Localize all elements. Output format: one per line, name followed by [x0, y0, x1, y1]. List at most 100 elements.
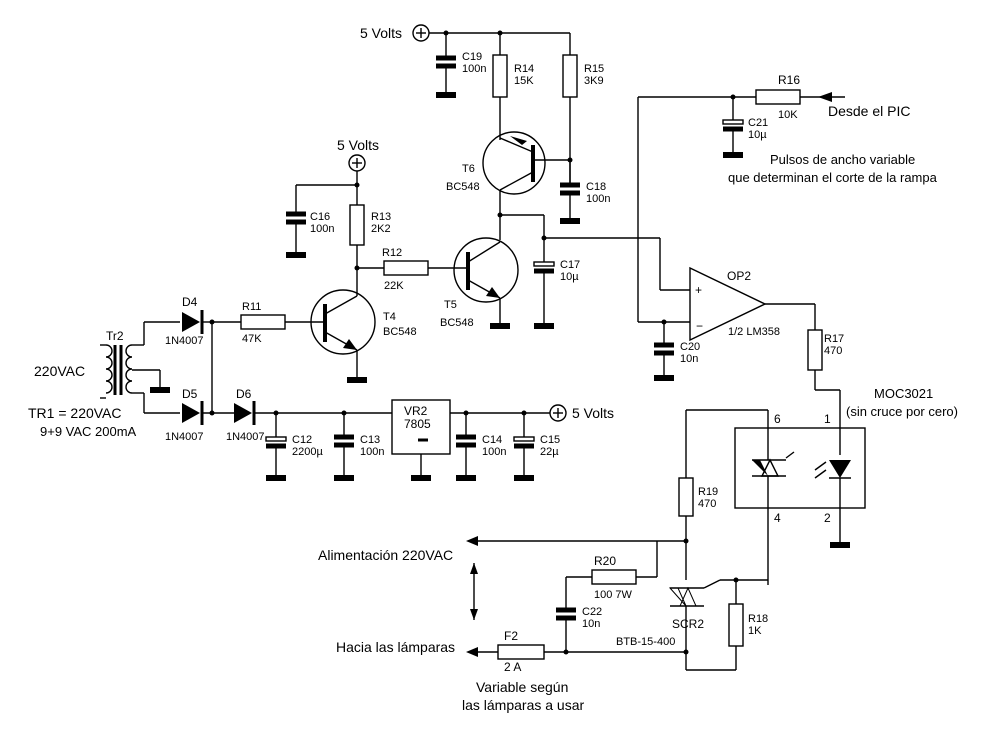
resistor-r15: R15 3K9: [562, 33, 604, 185]
svg-text:(sin cruce por cero): (sin cruce por cero): [846, 404, 958, 419]
svg-text:1K: 1K: [748, 625, 762, 637]
svg-text:R14: R14: [514, 63, 534, 75]
svg-text:C20: C20: [680, 341, 700, 353]
optocoupler-moc3021: MOC3021 (sin cruce por cero) 6 1 4 2: [734, 386, 958, 585]
svg-text:−: −: [696, 319, 703, 333]
svg-text:1/2 LM358: 1/2 LM358: [728, 326, 780, 338]
diode-d5: D5 1N4007: [165, 387, 234, 443]
opamp-op2: + − OP2 1/2 LM358: [689, 266, 816, 342]
svg-text:R19: R19: [698, 486, 718, 498]
svg-text:2 A: 2 A: [504, 660, 521, 674]
svg-text:22µ: 22µ: [540, 446, 559, 458]
svg-text:C18: C18: [586, 181, 606, 193]
svg-text:R13: R13: [371, 211, 391, 223]
mid-supply: 5 Volts: [296, 137, 379, 205]
svg-text:3K9: 3K9: [584, 75, 604, 87]
svg-text:R20: R20: [594, 554, 616, 568]
supply-label-out: 5 Volts: [572, 405, 614, 421]
svg-text:T4: T4: [383, 311, 396, 323]
regulator-vr2: VR2 7805: [391, 399, 550, 481]
svg-text:BC548: BC548: [446, 181, 480, 193]
svg-text:470: 470: [698, 498, 716, 510]
capacitor-c22: C22 10n: [556, 606, 602, 655]
diode-d6: D6 1N4007: [226, 387, 392, 443]
svg-text:Tr2: Tr2: [106, 329, 124, 343]
svg-text:47K: 47K: [242, 333, 262, 345]
resistor-r19: R19 470: [678, 477, 718, 580]
svg-text:R16: R16: [778, 73, 800, 87]
svg-text:C15: C15: [540, 434, 560, 446]
resistor-r14: R14 15K: [492, 33, 534, 140]
svg-text:C13: C13: [360, 434, 380, 446]
supply-label-mid: 5 Volts: [337, 137, 379, 153]
svg-text:100n: 100n: [482, 446, 506, 458]
svg-text:470: 470: [824, 345, 842, 357]
svg-text:100n: 100n: [360, 446, 384, 458]
svg-text:2K2: 2K2: [371, 223, 391, 235]
svg-text:R17: R17: [824, 333, 844, 345]
svg-text:MOC3021: MOC3021: [874, 386, 933, 401]
svg-text:VR2: VR2: [404, 404, 428, 418]
diode-d4: D4 1N4007: [165, 295, 212, 347]
svg-text:T6: T6: [462, 163, 475, 175]
capacitor-c12: C12 2200µ: [265, 413, 323, 481]
svg-text:SCR2: SCR2: [672, 617, 704, 631]
svg-text:C14: C14: [482, 434, 502, 446]
svg-text:D4: D4: [182, 295, 198, 309]
capacitor-c20: C20 10n: [654, 322, 700, 381]
supply-label-top: 5 Volts: [360, 25, 402, 41]
svg-text:C17: C17: [560, 259, 580, 271]
svg-text:2: 2: [824, 511, 831, 525]
svg-text:C16: C16: [310, 211, 330, 223]
svg-text:T5: T5: [444, 299, 457, 311]
capacitor-c15: C15 22µ: [513, 413, 560, 481]
svg-text:10K: 10K: [778, 109, 798, 121]
svg-text:BC548: BC548: [440, 317, 474, 329]
svg-text:1N4007: 1N4007: [165, 431, 204, 443]
svg-text:Desde el PIC: Desde el PIC: [828, 103, 910, 119]
svg-text:+: +: [695, 283, 702, 297]
resistor-r12: R12 22K: [357, 247, 468, 292]
svg-text:1N4007: 1N4007: [226, 431, 265, 443]
svg-text:TR1 = 220VAC: TR1 = 220VAC: [28, 405, 122, 421]
capacitor-c14: C14 100n: [456, 413, 506, 481]
fuse-f2: F2 2 A Variable según las lámparas a usa…: [462, 629, 686, 713]
capacitor-c16: C16 100n: [286, 185, 334, 258]
resistor-r11: R11 47K: [209, 301, 325, 345]
capacitor-c19: C19 100n: [436, 33, 486, 98]
svg-text:R12: R12: [382, 247, 402, 259]
resistor-r18: R18 1K: [686, 580, 768, 671]
svg-text:BTB-15-400: BTB-15-400: [616, 636, 675, 648]
svg-text:C19: C19: [462, 51, 482, 63]
svg-text:1N4007: 1N4007: [165, 335, 204, 347]
svg-text:R15: R15: [584, 63, 604, 75]
supply-out: 5 Volts: [549, 404, 614, 422]
resistor-r20: R20 100 7W: [565, 541, 658, 610]
svg-text:BC548: BC548: [383, 326, 417, 338]
svg-text:C21: C21: [748, 117, 768, 129]
resistor-r16: R16 10K Desde el PIC: [638, 73, 910, 121]
capacitor-c13: C13 100n: [334, 413, 384, 481]
pulse-note-1: Pulsos de ancho variable: [770, 152, 915, 167]
svg-text:1: 1: [824, 412, 831, 426]
svg-text:R18: R18: [748, 613, 768, 625]
triac-scr2: SCR2 BTB-15-400: [616, 577, 768, 670]
svg-text:C22: C22: [582, 606, 602, 618]
svg-text:100n: 100n: [310, 223, 334, 235]
svg-text:4: 4: [774, 511, 781, 525]
svg-text:220VAC: 220VAC: [34, 363, 85, 379]
capacitor-c17: C17 10µ: [533, 238, 580, 329]
svg-text:100n: 100n: [586, 193, 610, 205]
svg-text:OP2: OP2: [727, 269, 751, 283]
power-line: Alimentación 220VAC Hacia las lámparas: [318, 536, 686, 655]
svg-text:10n: 10n: [680, 353, 698, 365]
svg-text:7805: 7805: [404, 417, 431, 431]
svg-text:10µ: 10µ: [748, 129, 767, 141]
transistor-t5: T5 BC548: [440, 237, 519, 329]
svg-text:Alimentación 220VAC: Alimentación 220VAC: [318, 547, 453, 563]
svg-text:Variable según: Variable según: [476, 679, 568, 695]
transistor-t6: T6 BC548: [446, 131, 570, 218]
svg-text:D6: D6: [236, 387, 252, 401]
resistor-r17: R17 470: [807, 329, 844, 455]
